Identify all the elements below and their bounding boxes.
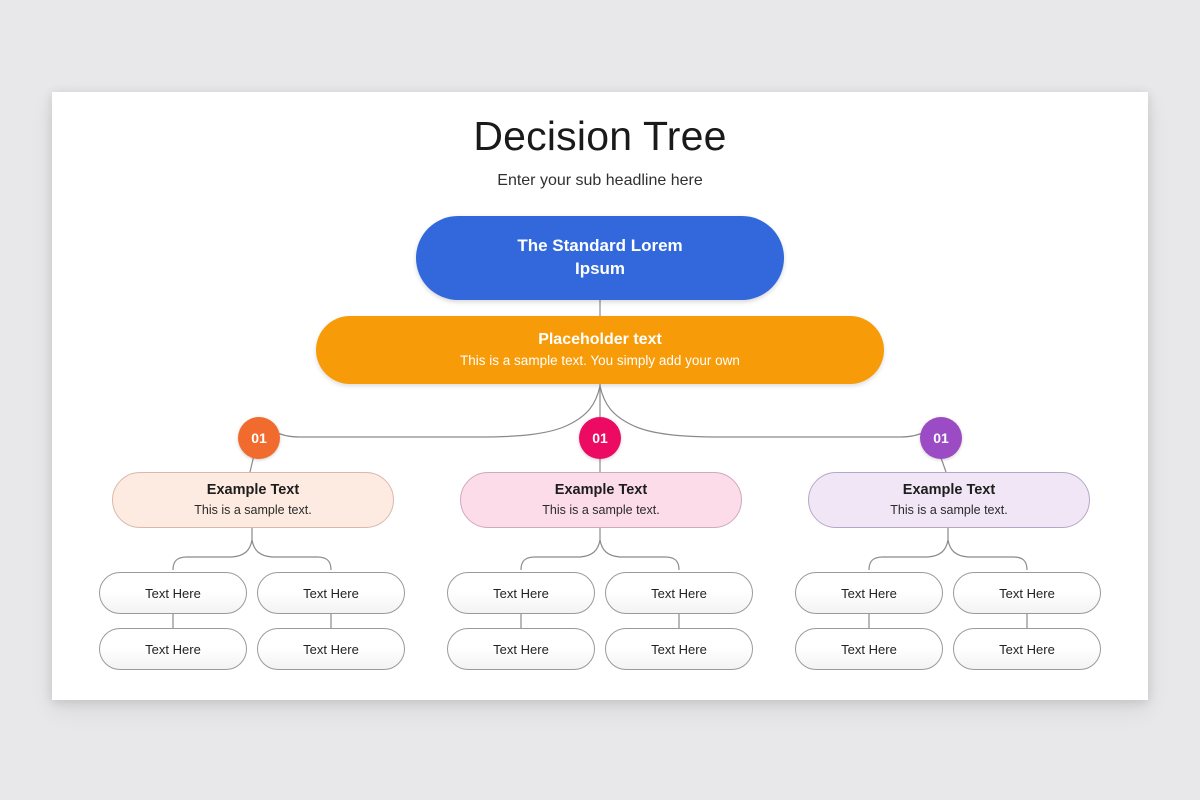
leaf-node-2-3-label: Text Here bbox=[493, 641, 549, 657]
leaf-node-3-1[interactable]: Text Here bbox=[795, 572, 943, 614]
branch-badge-3-label: 01 bbox=[933, 430, 949, 446]
leaf-node-2-4[interactable]: Text Here bbox=[605, 628, 753, 670]
leaf-node-2-2[interactable]: Text Here bbox=[605, 572, 753, 614]
leaf-node-1-4[interactable]: Text Here bbox=[257, 628, 405, 670]
branch-card-1-subtitle: This is a sample text. bbox=[194, 502, 312, 517]
branch-card-2-title: Example Text bbox=[554, 482, 648, 499]
branch-card-1[interactable]: Example Text This is a sample text. bbox=[112, 472, 394, 528]
second-level-subtitle: This is a sample text. You simply add yo… bbox=[460, 353, 740, 369]
branch-card-3-title: Example Text bbox=[902, 482, 996, 499]
leaf-node-1-1-label: Text Here bbox=[145, 585, 201, 601]
page-title: Decision Tree bbox=[473, 113, 727, 159]
leaf-node-1-2[interactable]: Text Here bbox=[257, 572, 405, 614]
page-subtitle: Enter your sub headline here bbox=[497, 172, 703, 189]
leaf-node-2-1[interactable]: Text Here bbox=[447, 572, 595, 614]
leaf-node-1-2-label: Text Here bbox=[303, 585, 359, 601]
leaf-node-3-2-label: Text Here bbox=[999, 585, 1055, 601]
leaf-node-3-4-label: Text Here bbox=[999, 641, 1055, 657]
branch-card-3-subtitle: This is a sample text. bbox=[890, 502, 1008, 517]
leaf-node-2-2-label: Text Here bbox=[651, 585, 707, 601]
leaf-node-2-3[interactable]: Text Here bbox=[447, 628, 595, 670]
root-node[interactable]: The Standard Lorem Ipsum bbox=[416, 216, 784, 300]
branch-card-1-title: Example Text bbox=[206, 482, 300, 499]
leaf-node-1-1[interactable]: Text Here bbox=[99, 572, 247, 614]
leaf-node-3-3[interactable]: Text Here bbox=[795, 628, 943, 670]
branch-badge-1-label: 01 bbox=[251, 430, 267, 446]
leaf-node-3-1-label: Text Here bbox=[841, 585, 897, 601]
branch-card-2-subtitle: This is a sample text. bbox=[542, 502, 660, 517]
leaf-node-2-4-label: Text Here bbox=[651, 641, 707, 657]
branch-badge-1[interactable]: 01 bbox=[238, 417, 280, 459]
second-level-node[interactable]: Placeholder text This is a sample text. … bbox=[316, 316, 884, 384]
branch-card-3[interactable]: Example Text This is a sample text. bbox=[808, 472, 1090, 528]
second-level-title: Placeholder text bbox=[538, 331, 662, 349]
leaf-node-3-2[interactable]: Text Here bbox=[953, 572, 1101, 614]
branch-card-2[interactable]: Example Text This is a sample text. bbox=[460, 472, 742, 528]
leaf-node-3-3-label: Text Here bbox=[841, 641, 897, 657]
branch-badge-3[interactable]: 01 bbox=[920, 417, 962, 459]
leaf-node-1-3-label: Text Here bbox=[145, 641, 201, 657]
root-node-title: The Standard Lorem Ipsum bbox=[517, 236, 683, 278]
leaf-node-3-4[interactable]: Text Here bbox=[953, 628, 1101, 670]
leaf-node-2-1-label: Text Here bbox=[493, 585, 549, 601]
branch-badge-2-label: 01 bbox=[592, 430, 608, 446]
leaf-node-1-4-label: Text Here bbox=[303, 641, 359, 657]
leaf-node-1-3[interactable]: Text Here bbox=[99, 628, 247, 670]
branch-badge-2[interactable]: 01 bbox=[579, 417, 621, 459]
